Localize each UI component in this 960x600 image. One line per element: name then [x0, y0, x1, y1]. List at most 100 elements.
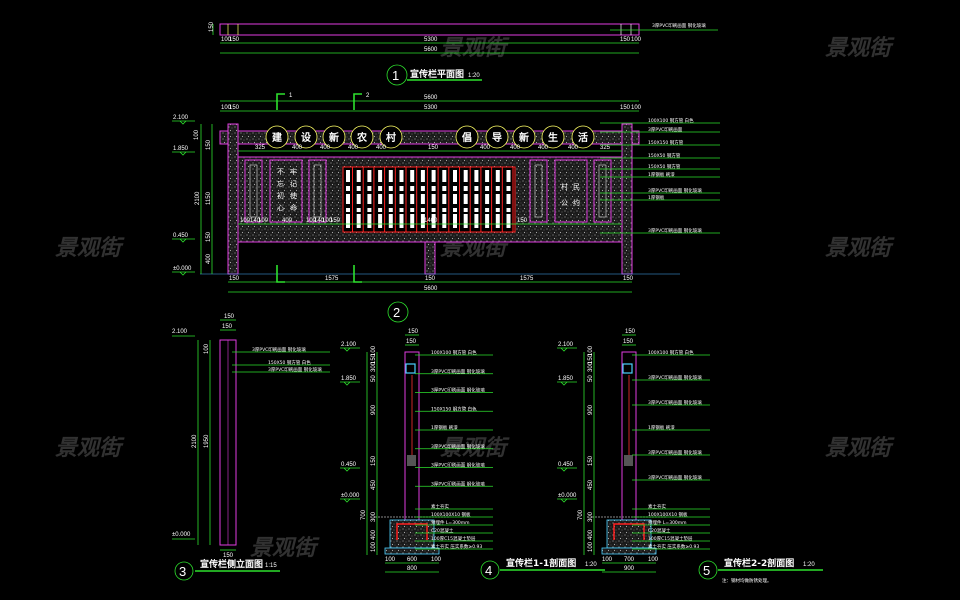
grille-slat	[388, 214, 393, 228]
annotation: 3厚PVC印刷画面 钢化玻璃	[648, 374, 702, 381]
annotation: 100X100 钢方管 白色	[648, 349, 694, 356]
section-2-2: 150150100150300509001504503007004001002.…	[557, 329, 823, 580]
watermark: 景观街	[440, 36, 510, 61]
grille-slat	[463, 170, 468, 182]
annotation: C20混凝土	[648, 527, 671, 534]
dim: 300	[371, 511, 377, 522]
slogan-circle	[512, 125, 536, 149]
grille-slat	[431, 194, 436, 204]
grille-slat	[410, 214, 415, 228]
dim: 150	[206, 139, 212, 150]
annotation: 3厚PVC印刷画面 钢化玻璃	[431, 480, 485, 487]
watermark: 景观街	[825, 436, 895, 461]
grille-slat	[378, 186, 383, 191]
grille-slat	[442, 214, 447, 228]
annotation: 素土夯实 压实系数≥0.93	[648, 543, 699, 550]
dim: 400	[538, 145, 549, 151]
annotation: 1厚钢板 刷漆	[648, 424, 675, 431]
grille-slat	[356, 194, 361, 204]
grille-slat	[485, 214, 490, 228]
grille-slat	[442, 208, 447, 212]
grille-slat	[485, 170, 490, 182]
grille-slat	[453, 208, 457, 212]
annotation: 素土夯实 压实系数≥0.93	[431, 543, 482, 550]
elevation-label: ±0.000	[341, 493, 360, 499]
annotation: 预埋件 L=300mm	[648, 519, 687, 526]
panel-char: 初	[277, 191, 284, 200]
grille-slat	[410, 208, 415, 212]
plan-depth: 150	[209, 21, 215, 32]
dim: 100	[602, 557, 613, 563]
section-mark: 2	[366, 93, 370, 99]
view-scale: 1:15	[265, 563, 277, 569]
grille-slat	[453, 194, 457, 204]
dim: 400	[376, 145, 387, 151]
grille-slat	[367, 194, 372, 204]
annotation: 1厚钢板	[648, 194, 665, 201]
dim: 150	[222, 324, 233, 330]
grille-slat	[346, 186, 350, 191]
grille-slat	[410, 186, 415, 191]
annotation: 预埋件 L=300mm	[431, 519, 470, 526]
slogan-circle	[571, 125, 595, 149]
watermark: 景观街	[55, 236, 125, 261]
grille-slat	[495, 194, 500, 204]
dim: 100	[221, 105, 232, 111]
dim: 450	[371, 479, 377, 490]
annotation: 100X100X10 钢板	[431, 511, 471, 518]
dim: 400	[568, 145, 579, 151]
slogan-circle	[541, 125, 565, 149]
grille-slat	[506, 208, 511, 212]
view-title: 宣传栏平面图	[410, 68, 464, 80]
dim: 50	[371, 375, 377, 382]
grille-slat	[485, 208, 490, 212]
panel-char: 民	[573, 183, 580, 191]
dim: 150	[206, 231, 212, 242]
panel-char: 村	[561, 182, 568, 191]
annotation: 3厚PVC印刷画面	[648, 126, 683, 133]
grille-slat	[453, 170, 457, 182]
grille-slat	[388, 186, 393, 191]
grille-slat	[388, 170, 393, 182]
elevation-label: 0.450	[341, 462, 357, 468]
grille-slat	[367, 186, 372, 191]
dim: 100	[221, 37, 232, 43]
panel-right-text: 村民公约	[561, 182, 580, 207]
grille-slat	[420, 170, 425, 182]
grille-slat	[346, 214, 350, 228]
grille-slat	[495, 208, 500, 212]
elevation-label: 0.450	[173, 233, 189, 239]
grille-slat	[378, 208, 383, 212]
grille-slat	[495, 214, 500, 228]
slogan-char: 村	[386, 131, 396, 144]
dim: 2100	[192, 434, 198, 448]
view-scale: 1:20	[803, 562, 815, 568]
grille-slat	[453, 214, 457, 228]
panel-char: 牢	[290, 167, 297, 176]
grille-slat	[420, 186, 425, 191]
dim: 900	[371, 404, 377, 415]
dim: 150	[620, 105, 631, 111]
dim: 700	[578, 509, 584, 520]
dim-total: 5600	[424, 47, 438, 53]
dim: 100	[194, 129, 200, 140]
grille-slat	[442, 186, 447, 191]
view-scale: 1:20	[468, 73, 480, 79]
view-title: 宣传栏1-1剖面图	[506, 557, 576, 569]
dim: 1950	[204, 434, 210, 448]
elevation-label: ±0.000	[558, 493, 577, 499]
grille-slat	[399, 186, 404, 191]
grille-slat	[367, 214, 372, 228]
plan-view: 150 100 150 5300 150 100 5600 3厚PVC印刷画面 …	[209, 21, 718, 86]
dim: 1150	[206, 191, 212, 205]
panel-char: 记	[290, 180, 297, 188]
annotation: 150X50 钢方管 白色	[268, 359, 311, 366]
grille-slat	[420, 208, 425, 212]
dim: 400	[480, 145, 491, 151]
grille-slat	[346, 194, 350, 204]
slogan-char: 生	[548, 131, 558, 144]
slogan-circle	[485, 125, 509, 149]
annotation: 3厚PVC印刷画面 钢化玻璃	[648, 227, 702, 234]
elevation-label: ±0.000	[173, 266, 192, 272]
